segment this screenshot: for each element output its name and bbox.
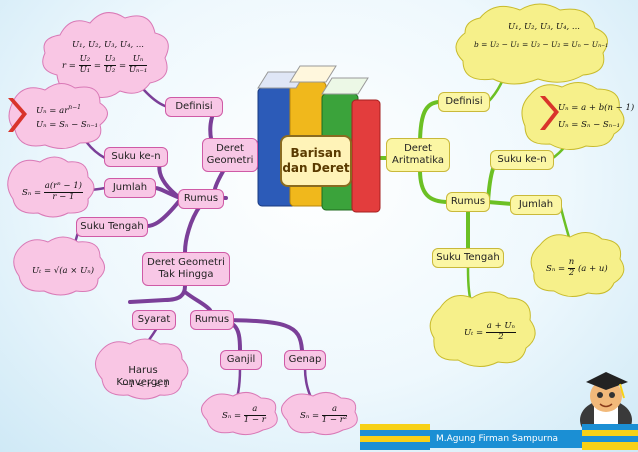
cloud-aritmatika-jumlah	[530, 232, 625, 297]
author-label: M.Agung Firman Sampurna	[430, 430, 582, 448]
formula-geometri-definisi-line1: U₁, U₂, U₃, U₄, ...	[72, 40, 145, 50]
cloud-geometri-sukun	[8, 83, 108, 149]
syarat-text: Harus Konvergen	[116, 365, 170, 388]
center-node[interactable]: Barisan dan Deret	[280, 135, 352, 187]
branch-rumus-tengah	[145, 198, 182, 228]
node-geometri-jumlah[interactable]: Jumlah	[104, 178, 156, 198]
branch-rumus-jumlah-r	[486, 200, 514, 206]
cloud-syarat	[95, 338, 189, 400]
footer-decoration	[360, 424, 638, 450]
branch-aritmatika-definisi	[418, 100, 442, 147]
formula-geometri-sukun-2: Uₙ = Sₙ − Sₙ₋₁	[36, 120, 99, 130]
formula-aritmatika-sukun-1: Uₙ = a + b(n − 1)	[558, 103, 635, 113]
branch-split-rumus	[183, 290, 212, 312]
syarat-condition: −1 < r < 1	[122, 380, 170, 390]
node-aritmatika-suku-ke-n[interactable]: Suku ke-n	[490, 150, 554, 170]
formula-geometri-tengah: Uₜ = √(a × Uₙ)	[32, 266, 95, 276]
center-line1: Barisan	[290, 146, 342, 160]
node-genap[interactable]: Genap	[284, 350, 326, 370]
arrow-left-marker	[8, 98, 27, 132]
cloud-aritmatika-sukun	[521, 82, 625, 150]
node-geometri-suku-ke-n[interactable]: Suku ke-n	[104, 147, 168, 167]
cloud-geometri-tengah	[13, 236, 105, 296]
node-syarat[interactable]: Syarat	[132, 310, 176, 330]
node-aritmatika-jumlah[interactable]: Jumlah	[510, 195, 562, 215]
formula-geometri-sukun-1: Uₙ = arn−1	[36, 104, 81, 116]
node-geometri-suku-tengah[interactable]: Suku Tengah	[76, 217, 148, 237]
cloud-genap	[281, 392, 358, 436]
cloud-aritmatika-tengah	[429, 291, 536, 367]
cloud-aritmatika-definisi	[455, 3, 608, 85]
node-geometri-definisi[interactable]: Definisi	[165, 97, 223, 117]
branch-aritmatika-rumus	[418, 168, 450, 204]
branch-geometri-takhingga	[183, 204, 202, 254]
cloud-ganjil	[201, 392, 278, 436]
node-aritmatika-suku-tengah[interactable]: Suku Tengah	[432, 248, 504, 268]
node-ganjil[interactable]: Ganjil	[220, 350, 262, 370]
node-deret-geometri[interactable]: Deret Geometri	[202, 138, 258, 172]
formula-aritmatika-definisi-line2: b = U₂ − U₁ = U₃ − U₂ = Uₙ − Uₙ₋₁	[474, 40, 609, 49]
node-geometri-rumus-tak-hingga[interactable]: Rumus	[190, 310, 234, 330]
formula-aritmatika-sukun-2: Uₙ = Sₙ − Sₙ₋₁	[558, 120, 621, 130]
node-aritmatika-rumus[interactable]: Rumus	[446, 192, 490, 212]
node-deret-aritmatika[interactable]: Deret Aritmatika	[386, 138, 450, 172]
arrow-markers	[8, 96, 559, 132]
node-aritmatika-definisi[interactable]: Definisi	[438, 92, 490, 112]
center-line2: dan Deret	[282, 161, 350, 175]
cloud-geometri-jumlah	[7, 156, 95, 218]
formula-geometri-jumlah: Sₙ = a(rⁿ − 1)r − 1	[22, 181, 83, 202]
formula-aritmatika-definisi-line1: U₁, U₂, U₃, U₄, ...	[508, 22, 581, 32]
cloud-geometri-definisi	[42, 12, 169, 98]
node-geometri-rumus[interactable]: Rumus	[178, 189, 224, 209]
branch-takhingga-split	[128, 284, 187, 304]
branch-rumus-jumlah	[153, 186, 182, 200]
arrow-right-marker	[540, 96, 559, 130]
node-deret-geometri-tak-hingga[interactable]: Deret Geometri Tak Hingga	[142, 252, 230, 286]
